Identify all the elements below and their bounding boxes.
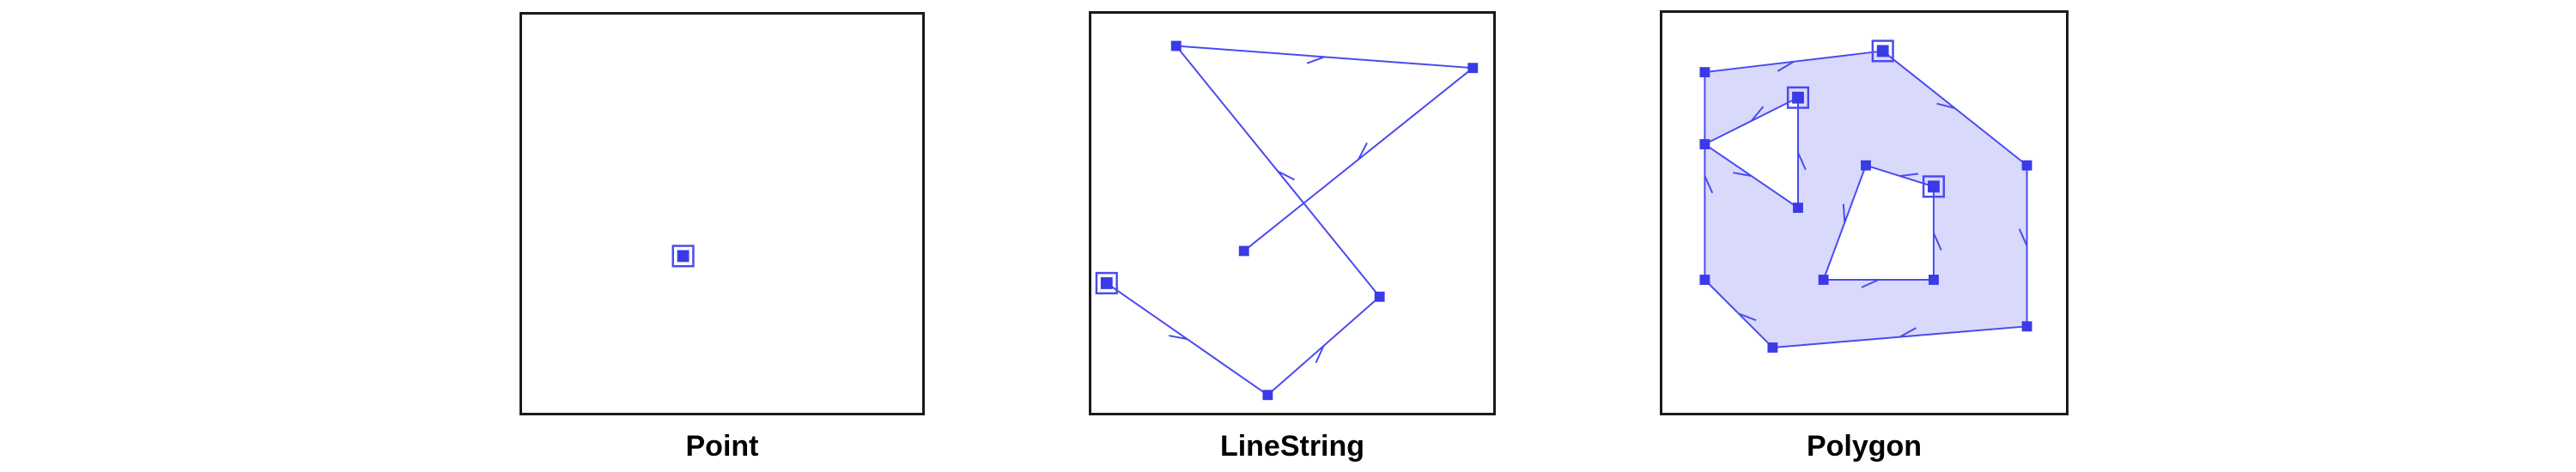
direction-arrow (1704, 175, 1714, 194)
start-vertex (1876, 45, 1889, 57)
polygon-vertex (1861, 160, 1871, 171)
linestring-panel (1089, 11, 1496, 415)
polygon-ring-start-marker (1922, 175, 1946, 198)
polygon-vertex (1699, 139, 1710, 149)
direction-arrow (1315, 345, 1325, 364)
point-marker (671, 245, 695, 268)
linestring-caption: LineString (1219, 430, 1365, 463)
linestring-vertex (1262, 390, 1273, 401)
linestring-vertex (1238, 245, 1249, 257)
linestring-start-marker (1095, 271, 1118, 295)
polygon-outer-edge (1882, 50, 2028, 166)
direction-arrow (1738, 312, 1757, 322)
direction-arrow (1277, 170, 1296, 181)
polygon-outer-edge (1704, 279, 1774, 348)
polygon-panel (1660, 10, 2069, 415)
linestring-segment (1243, 67, 1473, 252)
direction-arrow (1899, 327, 1917, 338)
polygon-outer-edge (1704, 50, 1883, 74)
direction-arrow (2018, 228, 2028, 246)
polygon-vertex (2021, 160, 2032, 171)
polygon-fill (1704, 51, 2027, 348)
polygon-ring-start-marker (1786, 86, 1810, 109)
start-vertex (1928, 180, 1940, 193)
polygon-vertex (1699, 275, 1710, 285)
polygon-hole-edge (1822, 165, 1867, 281)
linestring-segment (1175, 45, 1381, 298)
polygon-outer-edge (1772, 325, 2027, 348)
direction-arrow (1936, 102, 1955, 110)
direction-arrow (1777, 60, 1795, 72)
direction-arrow (1933, 233, 1942, 251)
polygon-vertex (2021, 321, 2032, 332)
point-canvas (671, 245, 695, 268)
start-vertex (1100, 277, 1113, 289)
polygon-vertex (1767, 342, 1778, 353)
direction-arrow (1169, 335, 1188, 341)
linestring-vertex (1374, 291, 1385, 302)
polygon-vertex (1818, 275, 1829, 285)
direction-arrow (1733, 172, 1752, 178)
linestring-segment (1267, 296, 1381, 396)
direction-arrow (1750, 106, 1765, 122)
linestring-vertex (1467, 63, 1479, 74)
point-panel (519, 12, 925, 415)
linestring-vertex (1170, 40, 1182, 51)
polygon-caption: Polygon (1806, 430, 1923, 463)
linestring-canvas (1095, 40, 1479, 401)
direction-arrow (1358, 142, 1368, 160)
start-vertex (677, 250, 690, 263)
direction-arrow (1899, 172, 1919, 178)
polygon-hole-edge (1865, 164, 1935, 188)
polygon-ring-start-marker (1871, 39, 1894, 63)
direction-arrow (1306, 56, 1325, 64)
point-caption: Point (685, 430, 759, 463)
start-vertex (1792, 91, 1804, 104)
polygon-vertex (1699, 67, 1710, 78)
polygon-vertex (1929, 275, 1939, 285)
polygon-canvas (1699, 39, 2032, 353)
direction-arrow (1797, 152, 1807, 171)
polygon-vertex (1793, 203, 1803, 213)
polygon-hole-edge (1704, 96, 1799, 145)
direction-arrow (1861, 279, 1880, 288)
